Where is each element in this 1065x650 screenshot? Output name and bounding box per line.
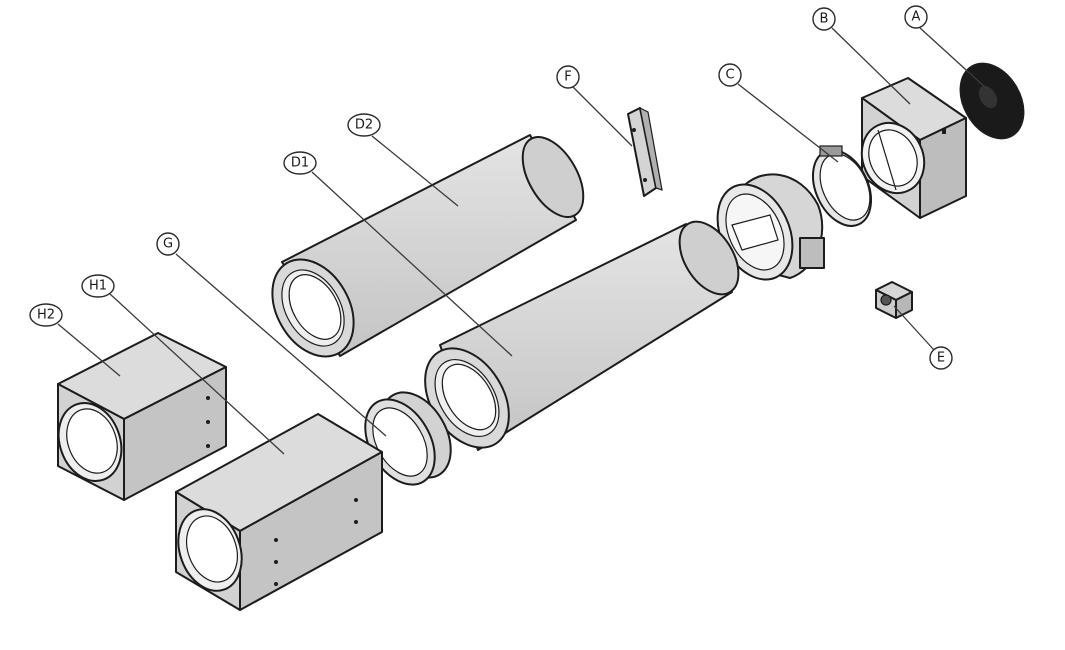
part-c-clamp-ring xyxy=(811,145,873,227)
callout-g-label: G xyxy=(163,237,173,252)
callout-e-label: E xyxy=(937,351,945,366)
leader-e xyxy=(893,305,935,351)
part-e-control-unit xyxy=(875,281,913,319)
leader-h2 xyxy=(57,323,121,377)
callout-d1-label: D1 xyxy=(291,156,309,171)
inline-fan-housing xyxy=(716,173,825,281)
callout-b: B xyxy=(812,7,836,31)
callout-d2-label: D2 xyxy=(355,118,373,133)
part-h1-filter-box xyxy=(175,413,383,611)
callout-f: F xyxy=(556,65,580,89)
leader-a xyxy=(919,27,987,89)
callout-e: E xyxy=(929,346,953,370)
callout-h1-label: H1 xyxy=(89,279,107,294)
leader-g xyxy=(175,253,387,437)
callout-h1: H1 xyxy=(81,274,115,298)
callout-h2: H2 xyxy=(29,303,63,327)
leader-d2 xyxy=(371,135,459,207)
callout-f-label: F xyxy=(564,70,571,85)
callout-a: A xyxy=(904,5,928,29)
leader-lines xyxy=(57,27,987,455)
part-d2-silencer-short xyxy=(271,134,585,358)
leader-h1 xyxy=(109,293,285,455)
part-g-coupling xyxy=(364,391,452,486)
leader-b xyxy=(831,27,911,105)
callout-d2: D2 xyxy=(347,113,381,137)
part-h2-filter-box xyxy=(57,332,227,501)
callout-c: C xyxy=(718,63,742,87)
part-a-end-cap xyxy=(959,62,1025,140)
callout-a-label: A xyxy=(912,10,921,25)
part-b-filter-box xyxy=(860,77,967,219)
leader-d1 xyxy=(311,171,513,357)
callout-b-label: B xyxy=(820,12,829,27)
callout-h2-label: H2 xyxy=(37,308,55,323)
callout-d1: D1 xyxy=(283,151,317,175)
callout-g: G xyxy=(156,232,180,256)
leader-c xyxy=(737,83,839,163)
part-f-mounting-bracket xyxy=(627,106,663,197)
leader-f xyxy=(571,85,633,147)
callout-c-label: C xyxy=(725,68,734,83)
part-d1-silencer-long xyxy=(424,220,740,451)
